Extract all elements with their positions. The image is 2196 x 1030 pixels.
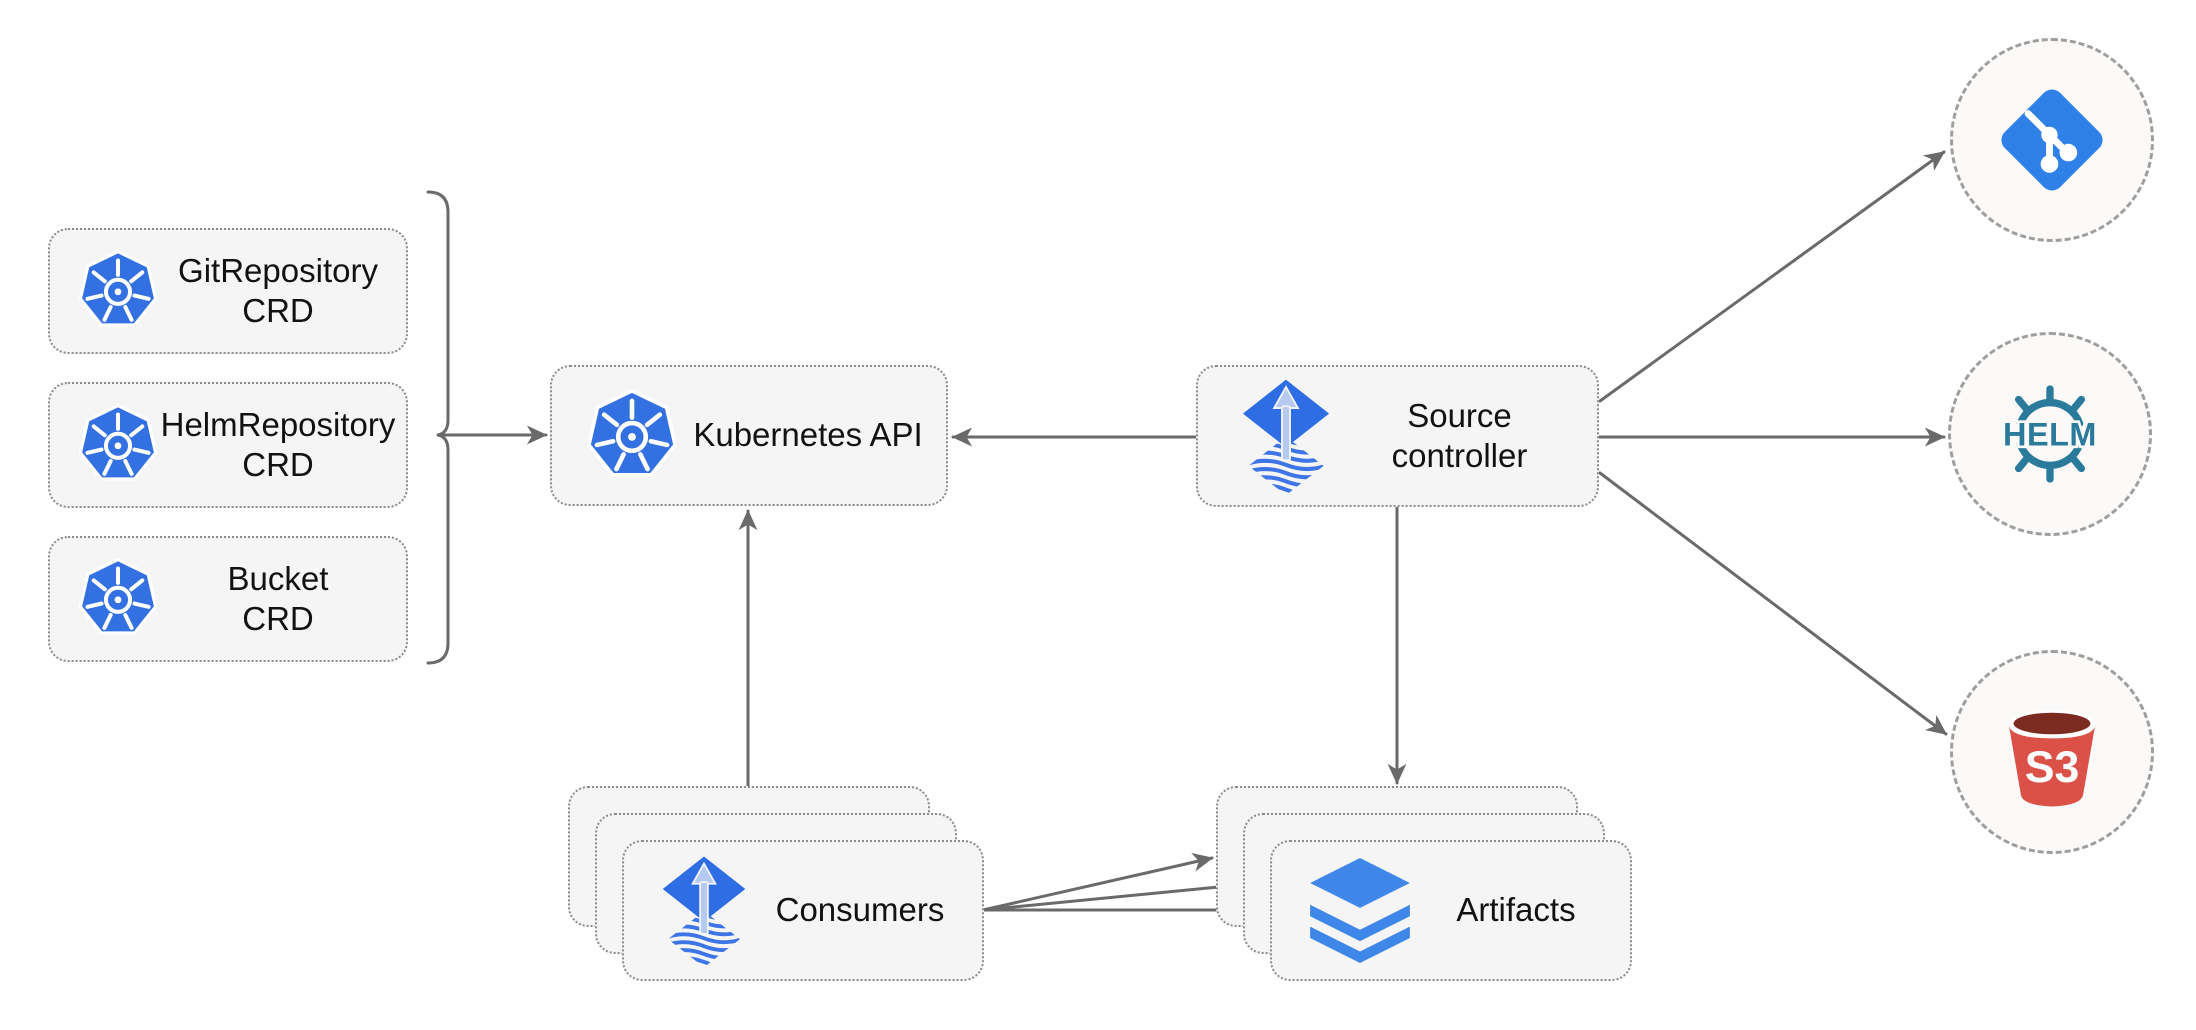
- arrow-consumers-to-artifacts-1: [981, 853, 1214, 912]
- grouping-bracket: [426, 190, 450, 665]
- circle-git: [1950, 38, 2154, 242]
- circle-s3: S3: [1950, 650, 2154, 854]
- kubernetes-icon: [76, 558, 160, 640]
- node-label: GitRepository: [178, 251, 378, 289]
- node-bucket-crd: Bucket CRD: [48, 536, 408, 662]
- node-sublabel: CRD: [242, 600, 314, 637]
- node-label: Bucket: [227, 559, 329, 597]
- node-kubernetes-api: Kubernetes API: [550, 365, 948, 506]
- git-icon: [2001, 89, 2103, 191]
- circle-helm: HELM: [1948, 332, 2152, 536]
- node-label: HelmRepository: [160, 405, 396, 443]
- kubernetes-icon: [584, 388, 680, 483]
- node-artifacts: Artifacts: [1270, 840, 1632, 981]
- s3-bucket-icon: S3: [2008, 709, 2096, 807]
- arrow-source-controller-to-s3: [1598, 471, 1948, 736]
- node-label: Artifacts: [1456, 891, 1576, 929]
- arrow-consumers-to-artifacts-2: [981, 877, 1241, 912]
- node-sublabel: CRD: [242, 446, 314, 483]
- kubernetes-icon: [76, 250, 160, 332]
- arrow-source-controller-to-git: [1598, 150, 1946, 403]
- flux-icon: [660, 853, 748, 969]
- node-sublabel: CRD: [242, 292, 314, 329]
- node-consumers: Consumers: [622, 840, 984, 981]
- kubernetes-icon: [76, 404, 160, 486]
- helm-wordmark: HELM: [2003, 417, 2097, 453]
- s3-wordmark: S3: [2025, 743, 2080, 792]
- node-label: Consumers: [775, 891, 945, 929]
- node-helmrepository-crd: HelmRepository CRD: [48, 382, 408, 508]
- node-gitrepository-crd: GitRepository CRD: [48, 228, 408, 354]
- layers-icon: [1308, 857, 1412, 964]
- node-label: Kubernetes API: [693, 416, 923, 454]
- node-sublabel: controller: [1391, 437, 1528, 474]
- helm-icon: HELM: [2000, 385, 2099, 483]
- node-label: Source: [1407, 396, 1512, 434]
- flux-icon: [1240, 376, 1332, 497]
- node-source-controller: Source controller: [1196, 365, 1599, 507]
